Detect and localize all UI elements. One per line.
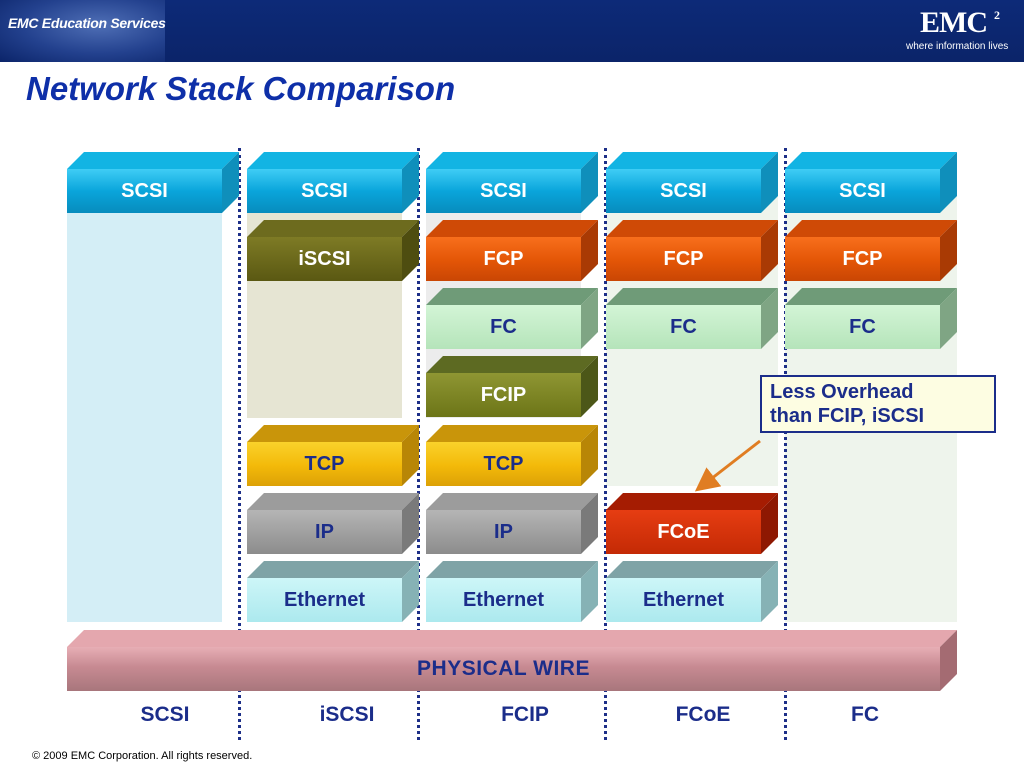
layer-label: SCSI [301, 180, 348, 202]
callout-line-2: than FCIP, iSCSI [770, 405, 925, 427]
divider-4 [784, 148, 787, 740]
layer-label: FCP [842, 248, 883, 270]
emc-logo: EMC 2 where information lives [900, 4, 1018, 58]
header-bar: EMC Education Services EMC 2 where infor… [0, 0, 1024, 62]
column-bg-scsi [67, 196, 222, 622]
layer-label: Ethernet [283, 589, 366, 611]
column-label-fcoe: FCoE [675, 703, 731, 726]
layer-label: TCP [483, 453, 524, 475]
emc-logo-superscript: 2 [994, 8, 1000, 22]
layer-label: SCSI [660, 180, 707, 202]
layer-label: Ethernet [642, 589, 725, 611]
slide-title: Network Stack Comparison [26, 70, 456, 107]
column-label-fc: FC [851, 703, 879, 726]
layer-label: FCP [483, 248, 524, 270]
layer-label: FCoE [657, 521, 710, 543]
physical-wire-layer: PHYSICAL WIRE [67, 630, 957, 691]
divider-3 [604, 148, 607, 740]
layer-label: FCP [663, 248, 704, 270]
layer-label: FCIP [480, 384, 527, 406]
layer-label: SCSI [121, 180, 168, 202]
layer-label: SCSI [839, 180, 886, 202]
column-label-iscsi: iSCSI [319, 703, 375, 726]
layer-label: Ethernet [462, 589, 545, 611]
copyright-footer: © 2009 EMC Corporation. All rights reser… [32, 750, 253, 762]
layer-label: IP [494, 521, 513, 543]
callout-line-1: Less Overhead [770, 381, 914, 403]
layer-label: iSCSI [298, 248, 351, 270]
emc-logo-tagline: where information lives [906, 41, 1009, 52]
column-label-fcip: FCIP [501, 703, 549, 726]
layer-label: FC [849, 316, 876, 338]
overhead-callout: Less Overhead than FCIP, iSCSI [760, 375, 996, 433]
layer-label: FC [670, 316, 697, 338]
layer-label: SCSI [480, 180, 527, 202]
layer-label: TCP [304, 453, 345, 475]
column-label-scsi: SCSI [140, 703, 190, 726]
divider-1 [238, 148, 241, 740]
education-services-label: EMC Education Services [8, 15, 166, 31]
physical-wire-label: PHYSICAL WIRE [417, 657, 590, 680]
layer-label: FC [490, 316, 517, 338]
layer-label: IP [315, 521, 334, 543]
emc-logo-text: EMC [920, 6, 988, 39]
education-services-banner: EMC Education Services [0, 0, 166, 62]
